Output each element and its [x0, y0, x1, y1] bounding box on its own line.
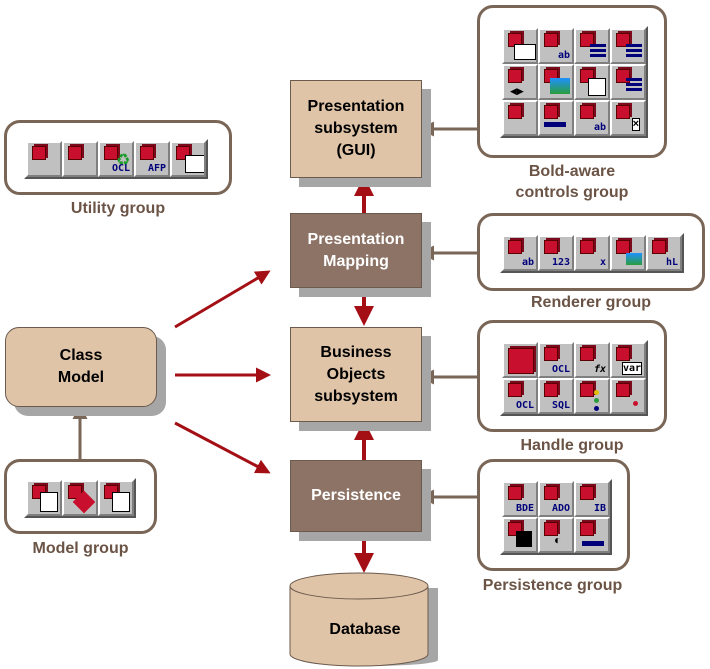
persistence-node: Persistence: [290, 460, 422, 532]
combo-icon[interactable]: [610, 28, 646, 64]
renderer-group-box: ab 123 x hL: [477, 213, 705, 291]
persistence-toolbar: BDE ADO IB ◐: [500, 479, 612, 555]
system-handle-icon[interactable]: [502, 342, 538, 378]
model-icon[interactable]: [26, 480, 62, 516]
persistence-group-label: Persistence group: [482, 577, 623, 594]
presentation-subsystem-node: Presentation subsystem (GUI): [290, 80, 422, 178]
renderer-toolbar: ab 123 x hL: [500, 233, 684, 273]
windows-icon[interactable]: [170, 141, 206, 177]
ocl-list-handle-icon[interactable]: OCL: [502, 378, 538, 414]
bold-aware-group-box: ab ◀▶ ab ×: [477, 5, 667, 158]
bold-aware-group-label: Bold-aware controls group: [515, 163, 629, 201]
string-renderer-icon[interactable]: ab: [502, 235, 538, 271]
afp-form-icon[interactable]: AFP: [134, 141, 170, 177]
ocl-handle-icon[interactable]: OCL: [538, 342, 574, 378]
utility-group-box: ♻OCL AFP: [4, 120, 232, 195]
navigator-icon[interactable]: ◀▶: [502, 64, 538, 100]
model-group-label: Model group: [32, 540, 129, 557]
label-icon[interactable]: ab: [574, 100, 610, 136]
list-handle-icon[interactable]: [574, 378, 610, 414]
handle-group-box: OCL fx var OCL SQL: [477, 320, 667, 432]
memo-icon[interactable]: [610, 64, 646, 100]
utility-toolbar: ♻OCL AFP: [24, 139, 208, 179]
progress-icon[interactable]: [538, 100, 574, 136]
list-icon[interactable]: [574, 28, 610, 64]
uml-icon[interactable]: [98, 480, 134, 516]
model-toolbar: [24, 478, 136, 518]
handle-group-label: Handle group: [520, 437, 624, 454]
sql-handle-icon[interactable]: SQL: [538, 378, 574, 414]
arrow-model-to-mapping: [174, 270, 271, 329]
class-model-node: Class Model: [5, 327, 157, 407]
database-label: Database: [329, 621, 401, 638]
expression-handle-icon[interactable]: fx: [574, 342, 610, 378]
file-icon[interactable]: [502, 517, 538, 553]
renderer-group-label: Renderer group: [530, 294, 651, 311]
scales-icon[interactable]: [26, 141, 62, 177]
ado-icon[interactable]: ADO: [538, 481, 574, 517]
soap-icon[interactable]: ◐: [538, 517, 574, 553]
business-objects-node: Business Objects subsystem: [290, 327, 422, 422]
handle-toolbar: OCL fx var OCL SQL: [500, 340, 648, 416]
bde-icon[interactable]: BDE: [502, 481, 538, 517]
arrow-model-to-persistence: [174, 421, 271, 474]
ib-icon[interactable]: IB: [574, 481, 610, 517]
checkbox-renderer-icon[interactable]: x: [574, 235, 610, 271]
fighter-icon[interactable]: [62, 141, 98, 177]
presentation-mapping-node: Presentation Mapping: [290, 213, 422, 288]
grid-icon[interactable]: [502, 28, 538, 64]
rose-icon[interactable]: [62, 480, 98, 516]
tree-icon[interactable]: [574, 64, 610, 100]
persistence-group-box: BDE ADO IB ◐: [477, 459, 630, 571]
close-box-icon[interactable]: ×: [610, 100, 646, 136]
utility-group-label: Utility group: [70, 200, 166, 217]
integer-renderer-icon[interactable]: 123: [538, 235, 574, 271]
dataset-icon[interactable]: [574, 517, 610, 553]
variable-handle-icon[interactable]: var: [610, 342, 646, 378]
recycle-ocl-icon[interactable]: ♻OCL: [98, 141, 134, 177]
database-cylinder: [289, 572, 438, 667]
image-renderer-icon[interactable]: [610, 235, 646, 271]
model-group-box: [4, 459, 157, 534]
bold-aware-toolbar: ab ◀▶ ab ×: [500, 26, 648, 138]
image-icon[interactable]: [538, 64, 574, 100]
edit-icon[interactable]: ab: [538, 28, 574, 64]
reference-handle-icon[interactable]: [610, 378, 646, 414]
checkbox-icon[interactable]: [502, 100, 538, 136]
html-renderer-icon[interactable]: hL: [646, 235, 682, 271]
